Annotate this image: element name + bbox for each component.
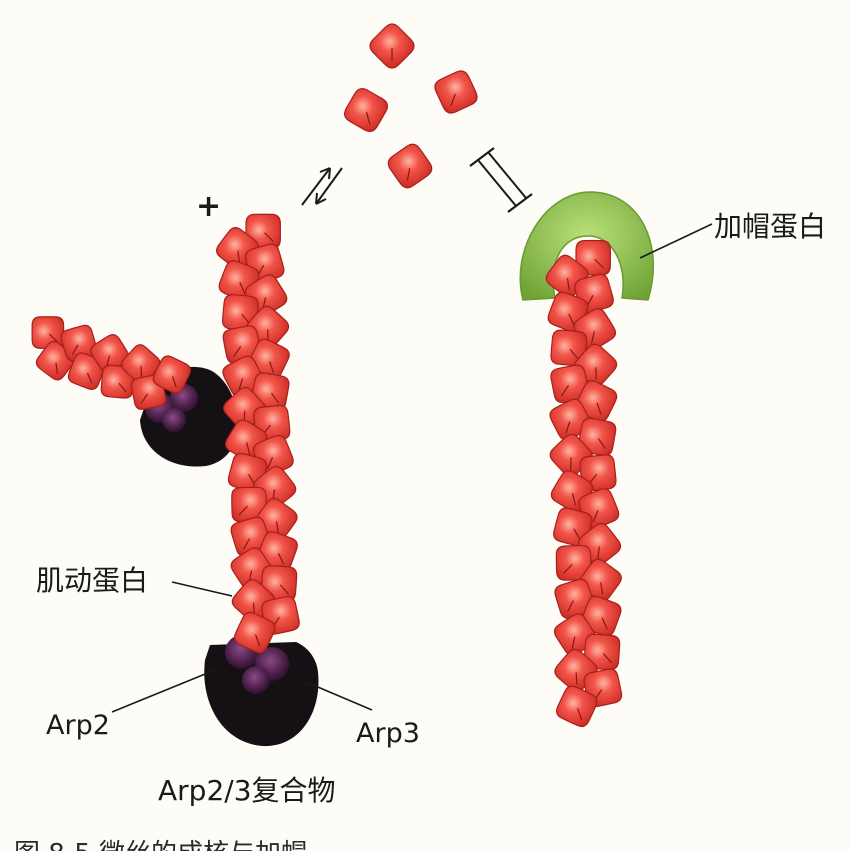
arp23-complex-label: Arp2/3复合物 (158, 774, 336, 807)
capping-protein-label: 加帽蛋白 (714, 210, 826, 243)
arp2-label: Arp2 (46, 710, 110, 741)
actin-monomer (387, 143, 433, 189)
actin-filament-capped (545, 239, 623, 728)
equilibrium-arrows (301, 167, 343, 206)
arp3-leader-line (305, 681, 373, 711)
actin-monomer (434, 70, 478, 114)
actin-monomer (556, 685, 598, 728)
block-symbol (469, 147, 533, 213)
plus-end-label: + (196, 189, 221, 224)
arp-branch-subunit (162, 408, 186, 432)
free-actin-monomers (343, 23, 478, 189)
arp23-complex-base (204, 635, 319, 747)
arp-subunit-small (242, 666, 270, 694)
actin-filament-main (216, 213, 300, 654)
actin-monomer (343, 87, 389, 133)
figure-caption: 图 8-5 微丝的成核与加帽 (14, 839, 307, 851)
actin-monomer (369, 23, 415, 69)
capping-leader-line (639, 223, 713, 259)
actin-leader-line (171, 581, 233, 597)
actin-monomer (550, 329, 588, 367)
arp3-label: Arp3 (356, 718, 420, 749)
actin-monomer (152, 355, 192, 394)
arp2-leader-line (111, 669, 216, 713)
actin-label: 肌动蛋白 (36, 564, 148, 597)
actin-filament-branch (31, 316, 192, 410)
actin-monomer (234, 611, 276, 654)
